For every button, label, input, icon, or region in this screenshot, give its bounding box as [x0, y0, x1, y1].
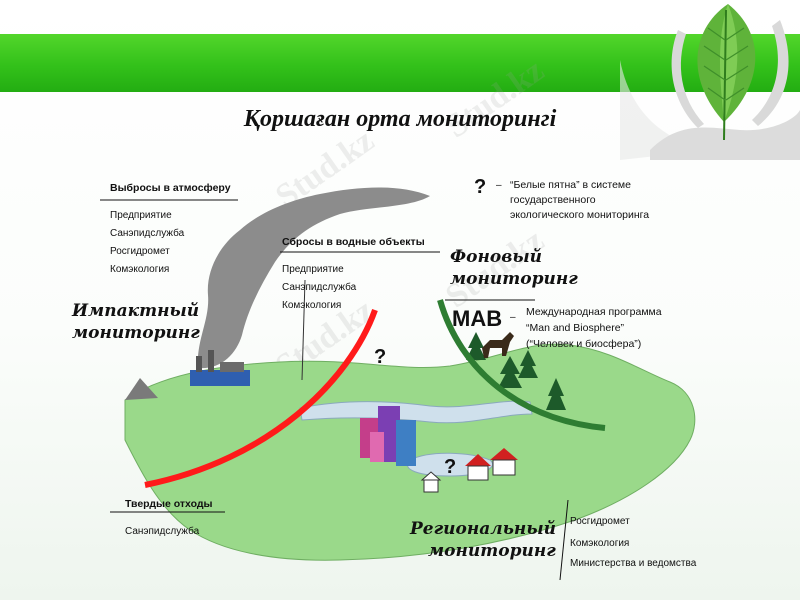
- regional-item: Министерства и ведомства: [570, 558, 697, 569]
- discharges-item: Предприятие: [282, 264, 344, 275]
- background-monitoring-line: Фоновый: [450, 247, 543, 267]
- city-buildings: [360, 406, 416, 466]
- impact-arc: [144, 308, 378, 488]
- deer-icon: [482, 332, 514, 358]
- emissions-item: Предприятие: [110, 210, 172, 221]
- discharges-header: Сбросы в водные объекты: [282, 236, 425, 248]
- mountain: [125, 378, 158, 400]
- white-spots-text: “Белые пятна” в системе государственного…: [510, 178, 649, 223]
- question-mark: ?: [474, 176, 487, 198]
- emissions-header: Выбросы в атмосферу: [110, 182, 231, 194]
- solid-waste-header: Твердые отходы: [125, 498, 213, 510]
- white-spots-dash: –: [496, 180, 502, 191]
- mab-text: Международная программа “Man and Biosphe…: [526, 304, 662, 352]
- diagram-drawing: [100, 187, 696, 581]
- emissions-item: Росгидромет: [110, 246, 170, 257]
- mab-line: Международная программа: [526, 306, 662, 318]
- white-spots-line: “Белые пятна” в системе: [510, 179, 631, 191]
- impact-monitoring-label: Импактный мониторинг: [72, 300, 200, 344]
- impact-monitoring-line: Импактный: [72, 301, 200, 321]
- regional-monitoring-label: Региональный мониторинг: [410, 518, 556, 562]
- impact-monitoring-line: мониторинг: [72, 323, 200, 343]
- emissions-item: Санэпидслужба: [110, 228, 185, 239]
- background-arc: [437, 299, 606, 431]
- discharges-item: Комэкология: [282, 300, 342, 311]
- mab-dash: –: [510, 312, 516, 323]
- mab-abbr: MAB: [452, 306, 503, 331]
- page-title: Қоршаған орта мониторингі: [243, 106, 557, 132]
- white-spots-line: экологического мониторинга: [510, 209, 650, 221]
- regional-monitoring-line: мониторинг: [428, 541, 556, 561]
- regional-item: Росгидромет: [570, 516, 630, 527]
- regional-item: Комэкология: [570, 538, 630, 549]
- smoke-plume: [197, 187, 430, 369]
- question-mark: ?: [374, 346, 387, 368]
- discharges-item: Санэпидслужба: [282, 282, 357, 293]
- question-mark: ?: [444, 456, 457, 478]
- white-spots-line: государственного: [510, 194, 596, 206]
- factory: [190, 370, 250, 386]
- mab-line: (“Человек и биосфера”): [526, 338, 642, 350]
- solid-waste-item: Санэпидслужба: [125, 526, 200, 537]
- regional-monitoring-line: Региональный: [410, 519, 556, 539]
- background-monitoring-line: мониторинг: [450, 269, 578, 289]
- emissions-item: Комэкология: [110, 264, 170, 275]
- houses: [420, 448, 518, 493]
- hands-leaf-icon: [620, 4, 800, 160]
- monitoring-diagram: Выбросы в атмосферу Предприятие Санэпидс…: [70, 170, 740, 590]
- mab-line: “Man and Biosphere”: [526, 322, 625, 334]
- header-bar: [0, 34, 800, 92]
- background-monitoring-label: Фоновый мониторинг: [450, 246, 578, 290]
- trees: [466, 332, 566, 410]
